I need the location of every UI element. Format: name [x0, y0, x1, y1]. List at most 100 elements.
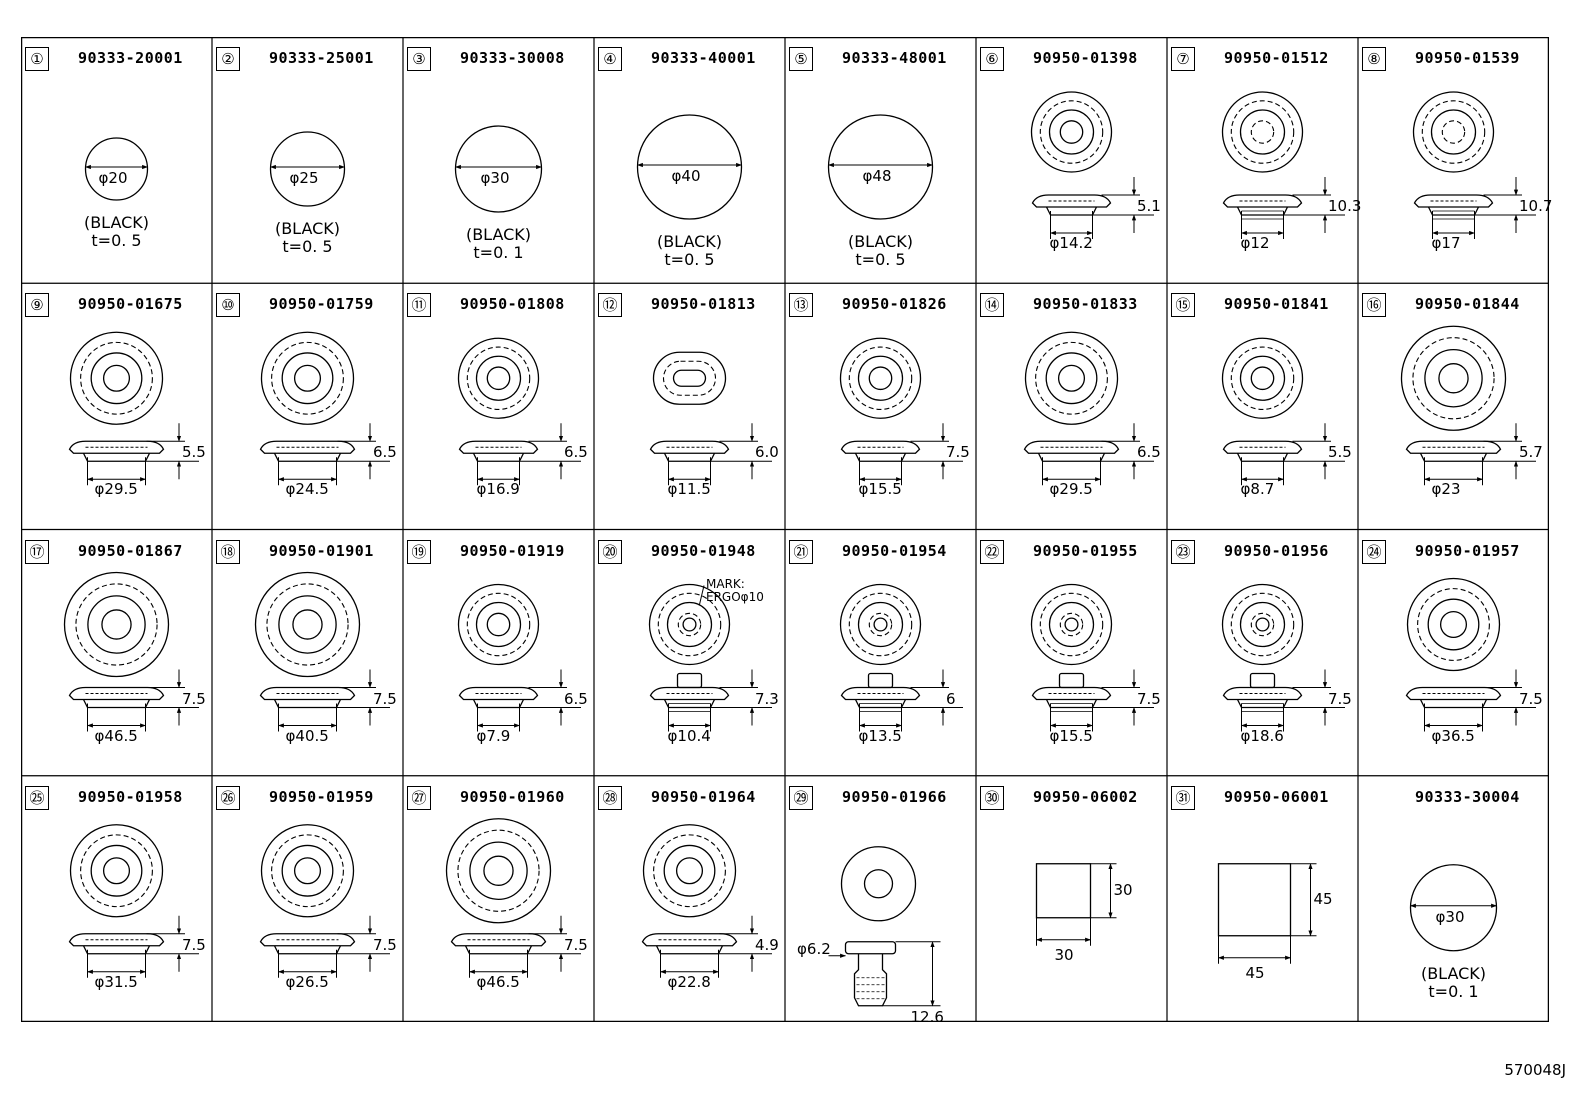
item-number: ③: [407, 47, 431, 71]
item-number: ⑫: [598, 293, 622, 318]
item-number: ⑰: [25, 539, 49, 564]
part-drawing-19: [457, 583, 581, 732]
height-label: 7.5: [1519, 689, 1543, 708]
part-number: 90950-01948: [651, 541, 756, 560]
diameter-label: φ23: [1431, 480, 1461, 499]
item-number: ㉛: [1171, 785, 1195, 810]
note-line: t=0. 5: [855, 250, 906, 270]
note-line: t=0. 5: [664, 250, 715, 270]
part-number: 90950-01759: [269, 295, 374, 314]
item-number: ㉗: [407, 785, 431, 810]
height-label: 5.7: [1519, 443, 1543, 462]
part-drawing-8: [1412, 91, 1536, 239]
height-label: 5.5: [1328, 443, 1352, 462]
parts-drawing: [21, 37, 1549, 1022]
part-number: 90333-40001: [651, 49, 756, 67]
height-label: 10.3: [1328, 197, 1362, 215]
part-drawing-6: [1030, 91, 1154, 239]
diameter-label: φ46.5: [476, 972, 520, 991]
height-label: 7.5: [1137, 689, 1161, 708]
part-drawing-23: [1221, 583, 1345, 732]
part-number: 90950-01675: [78, 295, 183, 314]
part-drawing-26: [259, 824, 390, 978]
part-drawing-3: [454, 125, 543, 213]
height-label: 7.5: [946, 443, 970, 462]
part-number: 90950-01844: [1415, 295, 1520, 314]
diameter-label: φ31.5: [94, 972, 138, 991]
height-label: 6.5: [1137, 443, 1161, 462]
item-number: ㉖: [216, 785, 240, 810]
diameter-label: φ40.5: [285, 726, 329, 745]
height-label: 7.5: [182, 935, 206, 954]
thickness-note: (BLACK)t=0. 1: [1378, 963, 1529, 1002]
diameter-label: φ20: [98, 169, 128, 187]
height-label: 6.5: [564, 443, 588, 462]
diameter-label: φ29.5: [1049, 480, 1093, 499]
part-number: 90950-01954: [842, 541, 947, 560]
part-number: 90950-01958: [78, 787, 183, 806]
diameter-label: φ15.5: [1049, 726, 1093, 745]
note-line: t=0. 1: [1428, 982, 1479, 1002]
part-drawing-24: [1405, 577, 1536, 732]
thickness-note: (BLACK)t=0. 5: [41, 213, 192, 251]
part-number: 90950-01956: [1224, 541, 1329, 560]
part-number: 90333-48001: [842, 49, 947, 67]
document-id: 570048J: [1504, 1061, 1566, 1079]
diameter-label: φ13.5: [858, 726, 902, 745]
height-label: 7.5: [564, 935, 588, 954]
part-number: 90950-01841: [1224, 295, 1329, 314]
part-drawing-32: [1409, 864, 1498, 952]
diameter-label: φ11.5: [667, 480, 711, 499]
height-label: 7.5: [373, 935, 397, 954]
note-line: t=0. 1: [473, 243, 524, 263]
item-number: ②: [216, 47, 240, 71]
part-number: 90950-01964: [651, 787, 756, 806]
part-drawing-25: [68, 824, 199, 978]
part-drawing-20: [648, 583, 772, 732]
height-label: 7.5: [182, 689, 206, 708]
item-number: ⑯: [1362, 293, 1386, 318]
part-drawing-1: [84, 137, 149, 201]
part-number: 90950-01959: [269, 787, 374, 806]
note-line: t=0. 5: [91, 231, 142, 251]
part-drawing-30: [1035, 863, 1117, 946]
diameter-label: φ36.5: [1431, 726, 1475, 745]
diameter-label: φ30: [1435, 907, 1465, 926]
note-line: (BLACK): [1420, 963, 1487, 983]
item-number: ㉑: [789, 539, 813, 564]
item-number: ㉕: [25, 785, 49, 810]
diameter-label: φ8.7: [1240, 480, 1275, 499]
item-number: ⑥: [980, 47, 1004, 71]
height-label: 6.0: [755, 443, 779, 462]
part-number: 90950-01957: [1415, 541, 1520, 560]
item-number: ⑦: [1171, 47, 1195, 71]
note-line: (BLACK): [656, 232, 723, 251]
part-drawing-12: [649, 351, 772, 486]
part-number: 90333-20001: [78, 49, 183, 67]
part-drawing-2: [269, 131, 346, 207]
part-number: 90950-06001: [1224, 787, 1329, 806]
part-drawing-16: [1400, 325, 1536, 486]
item-number: ④: [598, 47, 622, 71]
diameter-label: φ12: [1240, 234, 1270, 252]
item-number: ㉒: [980, 539, 1004, 564]
diameter-label: φ16.9: [476, 480, 520, 499]
item-number: ㉘: [598, 785, 622, 810]
item-number: ⑮: [1171, 293, 1195, 318]
width-label: 45: [1245, 963, 1265, 982]
item-number: ⑪: [407, 293, 431, 318]
part-number: 90950-01901: [269, 541, 374, 560]
height-label: 10.7: [1519, 197, 1553, 215]
part-drawing-10: [259, 331, 390, 486]
note-line: (BLACK): [274, 219, 341, 238]
part-drawing-5: [827, 114, 934, 220]
part-drawing-15: [1221, 337, 1345, 486]
note-line: (BLACK): [465, 225, 532, 244]
item-number: ㉚: [980, 785, 1004, 810]
part-number: 90950-06002: [1033, 787, 1138, 806]
part-number: 90950-01539: [1415, 49, 1520, 67]
item-number: ㉙: [789, 785, 813, 810]
diameter-label: φ26.5: [285, 972, 329, 991]
height-label: 7.3: [755, 689, 779, 708]
